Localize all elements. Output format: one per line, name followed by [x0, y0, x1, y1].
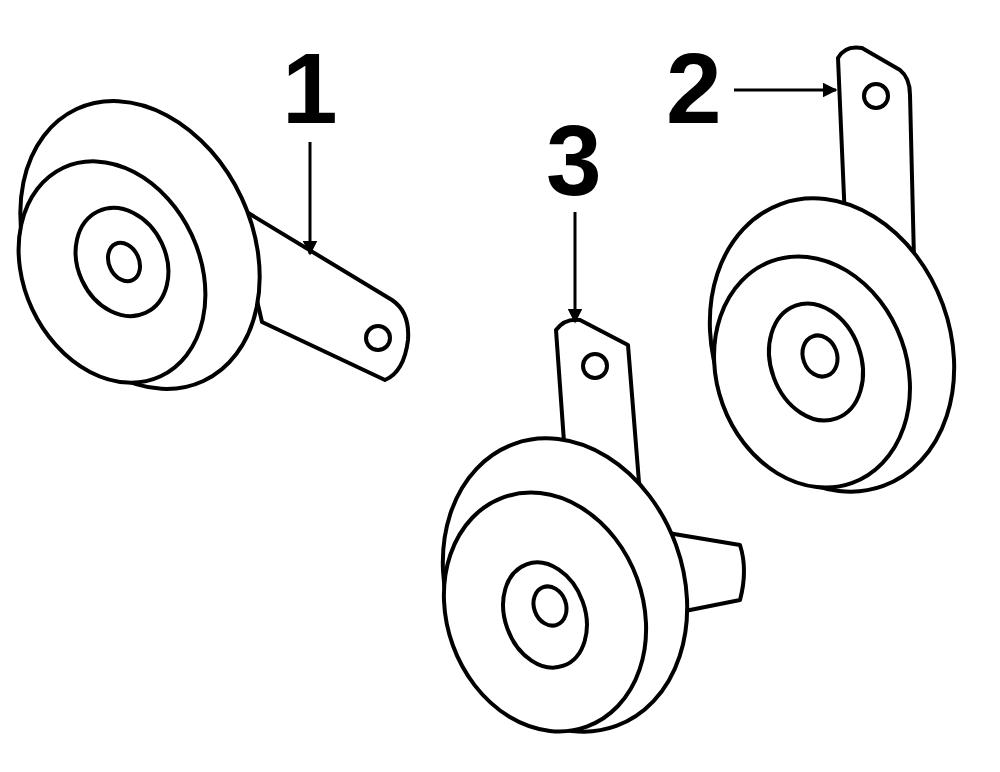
horn-1	[0, 62, 408, 429]
leader-arrow	[574, 212, 577, 322]
horn-3	[403, 320, 744, 767]
leader-arrow	[309, 142, 312, 254]
callout-number: 1	[282, 38, 338, 138]
leader-arrow	[734, 89, 836, 92]
callout-number: 3	[546, 110, 602, 210]
callout-number: 2	[666, 38, 722, 138]
